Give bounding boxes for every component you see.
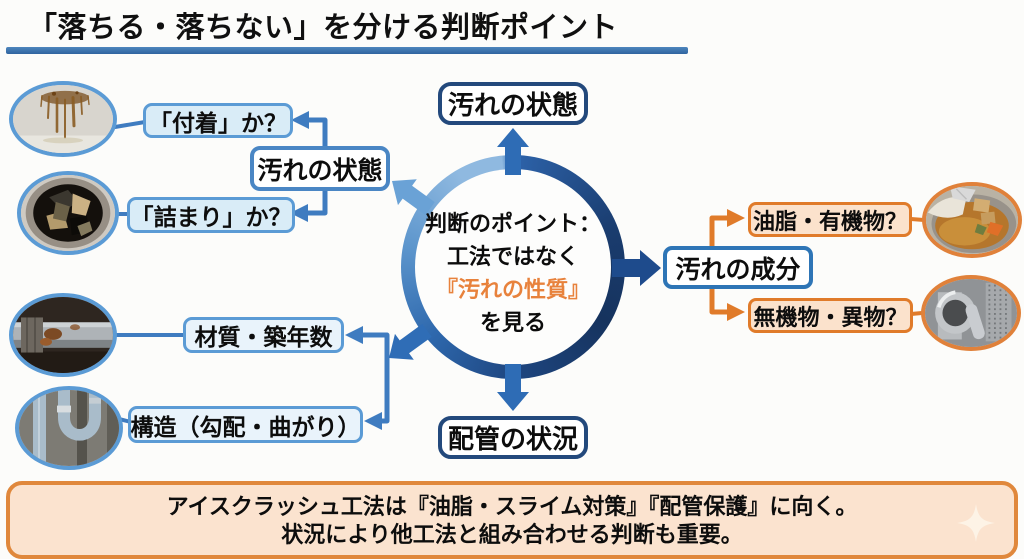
node-adhesion: 「付着」か？: [143, 103, 293, 138]
old-corroded-pipe-photo: [9, 293, 117, 377]
center-line-3-highlight: 『汚れの性質』: [435, 278, 590, 303]
left-top-arrowheads: [290, 111, 309, 222]
title-underline: [6, 47, 688, 54]
clogged-pipe-illustration: [21, 175, 115, 251]
summary-banner: アイスクラッシュ工法は『油脂・スライム対策』『配管保護』に向く。 状況により他工…: [6, 481, 1018, 559]
node-right-hub: 汚れの成分: [663, 246, 813, 289]
pipe-bend-structure-photo: [15, 386, 123, 470]
pipe-bends-illustration: [19, 390, 119, 466]
center-line-4: を見る: [479, 311, 546, 336]
center-circle-ring: [401, 155, 625, 379]
grease-stain-illustration: [13, 85, 113, 153]
corroded-pipe-illustration: [13, 297, 113, 373]
metal-parts-illustration: [925, 279, 1017, 347]
arrow-up-icon: [497, 128, 529, 175]
clogged-drain-pipe-photo: [17, 171, 119, 255]
left-bottom-connector: [358, 332, 390, 424]
node-top-label: 汚れの状態: [438, 82, 588, 125]
arrowhead-to-inorganic-icon: [727, 303, 745, 321]
banner-line-1: アイスクラッシュ工法は『油脂・スライム対策』『配管保護』に向く。: [166, 495, 858, 520]
arrow-lower-left-icon: [389, 323, 432, 360]
arrowhead-to-structure-icon: [364, 412, 382, 430]
node-left-hub: 汚れの状態: [250, 146, 390, 191]
arrowhead-to-organic-icon: [727, 209, 745, 227]
arrowhead-to-material-icon: [345, 326, 363, 344]
food-waste-illustration: [926, 186, 1018, 254]
arrow-upper-left-icon: [392, 179, 435, 216]
right-arrowheads: [727, 209, 745, 321]
sparkle-icon: [957, 504, 995, 542]
right-connectors: [709, 215, 730, 315]
grease-stain-wall-photo: [9, 81, 117, 157]
node-inorganic: 無機物・異物？: [748, 298, 913, 333]
metal-parts-photo: [921, 275, 1021, 351]
node-structure: 構造（勾配・曲がり）: [128, 406, 363, 443]
arrowhead-to-clog-icon: [290, 204, 308, 222]
center-line-2: 工法ではなく: [446, 245, 579, 270]
node-organic: 油脂・有機物？: [748, 202, 912, 237]
node-clog: 「詰まり」か？: [127, 197, 295, 233]
banner-line-2: 状況により他工法と組み合わせる判断も重要。: [281, 523, 743, 548]
node-bottom-label: 配管の状況: [438, 416, 588, 459]
food-grease-waste-photo: [922, 182, 1022, 258]
arrow-right-icon: [612, 250, 661, 286]
center-line-1: 判断のポイント：: [424, 212, 601, 237]
arrow-down-icon: [497, 364, 529, 411]
arrowhead-to-adhesion-icon: [291, 111, 309, 129]
node-material: 材質・築年数: [183, 317, 344, 353]
page-title: 「落ちる・落ちない」を分ける判断ポイント: [28, 10, 619, 44]
left-bottom-arrowheads: [345, 326, 382, 430]
center-circle-text: 判断のポイント： 工法ではなく 『汚れの性質』 を見る: [401, 155, 625, 379]
